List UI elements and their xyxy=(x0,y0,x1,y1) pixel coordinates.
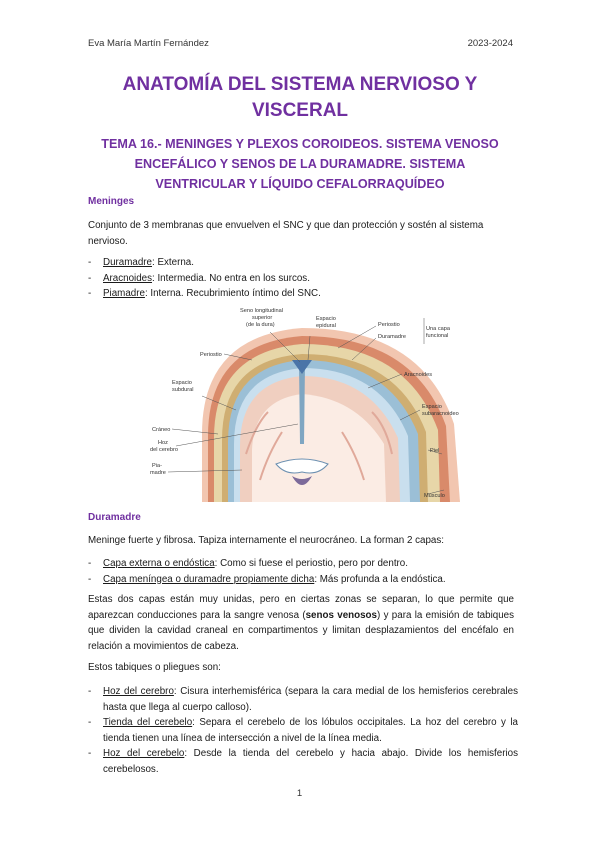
duramadre-intro: Meninge fuerte y fibrosa. Tapiza interna… xyxy=(88,535,444,546)
label-hoz-2: del cerebro xyxy=(150,447,178,453)
label-espacio-subdural-1: Espacio xyxy=(172,380,192,386)
meninges-illustration: Seno longitudinal superior (de la dura) … xyxy=(142,304,462,502)
list-term: Aracnoides xyxy=(103,272,153,284)
label-duramadre: Duramadre xyxy=(378,334,406,340)
list-term: Tienda del cerebelo xyxy=(103,717,193,728)
label-piamadre-2: madre xyxy=(150,470,166,476)
list-desc: : Más profunda a la endóstica. xyxy=(314,573,446,585)
paragraph-bold-term: senos venosos xyxy=(305,609,377,621)
label-seno-longitudinal-1: Seno longitudinal xyxy=(240,308,283,314)
title-line-1: ANATOMÍA DEL SISTEMA NERVIOSO Y xyxy=(122,74,478,95)
list-term: Duramadre xyxy=(103,257,153,268)
list-desc: : Desde la tienda del cerebelo y hacia a… xyxy=(103,748,518,775)
list-item: Tienda del cerebelo: Separa el cerebelo … xyxy=(88,715,518,746)
topic-subtitle: TEMA 16.- MENINGES Y PLEXOS COROIDEOS. S… xyxy=(70,134,530,194)
list-desc: : Externa. xyxy=(152,257,194,268)
label-musculo: Músculo xyxy=(424,493,445,499)
label-periostio-top: Periostio xyxy=(378,322,400,328)
list-desc: : Cisura interhemisférica (separa la car… xyxy=(103,686,518,713)
list-desc: : Intermedia. No entra en los surcos. xyxy=(152,272,310,284)
label-piamadre-1: Pia- xyxy=(152,463,162,469)
list-term: Hoz del cerebelo xyxy=(103,748,185,759)
label-piel: Piel xyxy=(430,448,439,454)
label-seno-longitudinal-3: (de la dura) xyxy=(246,322,275,328)
list-item: Piamadre: Interna. Recubrimiento íntimo … xyxy=(88,286,518,302)
list-item: Aracnoides: Intermedia. No entra en los … xyxy=(88,271,518,287)
duramadre-paragraph: Estas dos capas están muy unidas, pero e… xyxy=(88,592,514,654)
title-line-2: VISCERAL xyxy=(251,100,349,121)
page-number: 1 xyxy=(296,788,303,799)
list-item: Duramadre: Externa. xyxy=(88,255,518,271)
subtitle-line-1: TEMA 16.- MENINGES Y PLEXOS COROIDEOS. S… xyxy=(101,137,499,151)
tabiques-list: Hoz del cerebro: Cisura interhemisférica… xyxy=(88,684,518,777)
list-term: Hoz del cerebro xyxy=(103,686,174,697)
list-item: Capa meníngea o duramadre propiamente di… xyxy=(88,572,518,588)
meninges-intro: Conjunto de 3 membranas que envuelven el… xyxy=(88,220,484,247)
label-espacio-subaracnoideo-1: Espacio xyxy=(422,404,442,410)
subtitle-line-3: VENTRICULAR Y LÍQUIDO CEFALORRAQUÍDEO xyxy=(155,177,445,191)
label-espacio-epidural-1: Espacio xyxy=(316,316,336,322)
header-author: Eva María Martín Fernández xyxy=(88,38,209,49)
label-periostio-left: Periostio xyxy=(200,352,222,358)
list-term: Capa meníngea o duramadre propiamente di… xyxy=(103,573,315,585)
duramadre-layers-list: Capa externa o endóstica: Como si fuese … xyxy=(88,556,518,587)
list-desc: : Como si fuese el periostio, pero por d… xyxy=(214,558,408,569)
paragraph-text: Estas dos capas están muy unidas, pero e… xyxy=(88,594,514,621)
subtitle-line-2: ENCEFÁLICO Y SENOS DE LA DURAMADRE. SIST… xyxy=(134,157,466,171)
paragraph-text: ) y para la emisión de tabiques que divi… xyxy=(88,609,514,652)
label-craneo: Cráneo xyxy=(152,427,170,433)
list-term: Piamadre xyxy=(103,288,145,299)
label-espacio-subdural-2: subdural xyxy=(172,387,193,393)
section-heading-duramadre: Duramadre xyxy=(88,512,141,523)
list-term: Capa externa o endóstica xyxy=(103,558,215,569)
label-aracnoides: Aracnoides xyxy=(404,372,432,378)
label-seno-longitudinal-2: superior xyxy=(252,315,272,321)
label-espacio-epidural-2: epidural xyxy=(316,323,336,329)
list-item: Hoz del cerebro: Cisura interhemisférica… xyxy=(88,684,518,715)
label-capa-funcional-1: Una capa xyxy=(426,326,451,332)
list-item: Capa externa o endóstica: Como si fuese … xyxy=(88,556,518,572)
label-hoz-1: Hoz xyxy=(158,440,168,446)
section-heading-meninges: Meninges xyxy=(88,196,135,207)
label-capa-funcional-2: funcional xyxy=(426,333,448,339)
label-espacio-subaracnoideo-2: subaracnoideo xyxy=(422,411,459,417)
meninges-anatomy-figure: Seno longitudinal superior (de la dura) … xyxy=(142,304,462,502)
list-item: Hoz del cerebelo: Desde la tienda del ce… xyxy=(88,746,518,777)
meninges-list: Duramadre: Externa. Aracnoides: Intermed… xyxy=(88,255,518,302)
header-year: 2023-2024 xyxy=(467,38,513,49)
tabiques-intro: Estos tabiques o pliegues son: xyxy=(88,662,221,673)
list-desc: : Separa el cerebelo de los lóbulos occi… xyxy=(103,717,518,744)
document-title: ANATOMÍA DEL SISTEMA NERVIOSO Y VISCERAL xyxy=(60,72,540,124)
list-desc: : Interna. Recubrimiento íntimo del SNC. xyxy=(144,288,321,299)
